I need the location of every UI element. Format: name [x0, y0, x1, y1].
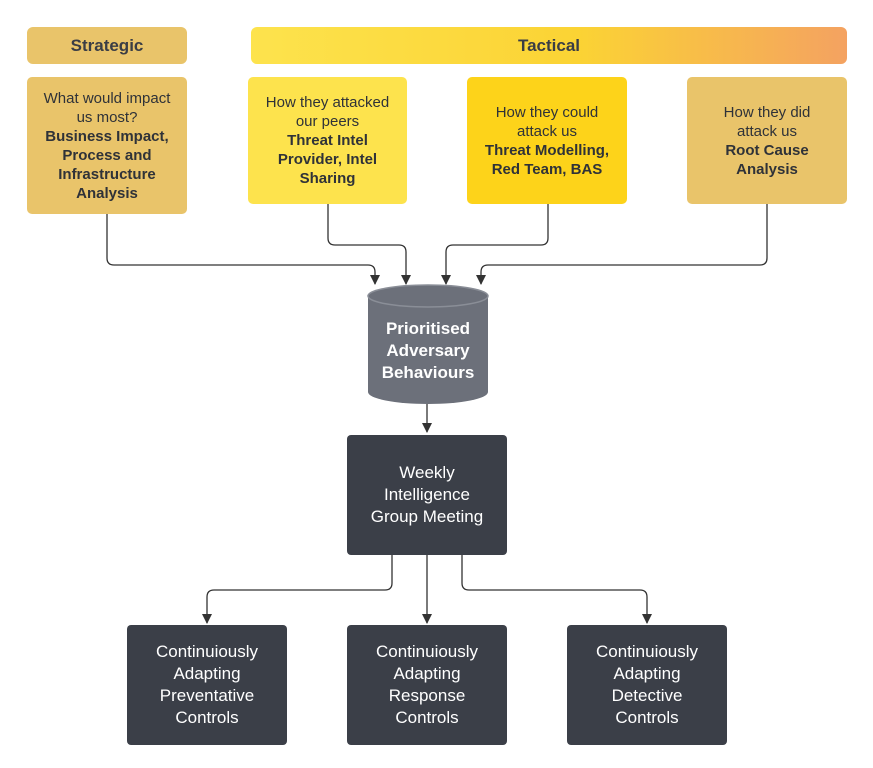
- source-box-business-impact: What would impact us most? Business Impa…: [27, 77, 187, 214]
- source-question-line: our peers: [295, 113, 360, 130]
- output-line: Continuiously: [155, 642, 259, 661]
- database-label-line: Adversary: [386, 341, 470, 360]
- tactical-header: Tactical: [251, 27, 847, 64]
- meeting-line: Weekly: [399, 463, 455, 482]
- source-answer-line: Threat Intel: [287, 132, 368, 149]
- source-answer-line: Analysis: [736, 160, 798, 178]
- source-question-line: attack us: [516, 122, 578, 140]
- output-line: Adapting: [613, 664, 681, 683]
- source-answer-line: Red Team, BAS: [491, 160, 603, 178]
- output-box-preventative: Continuiously Adapting Preventative Cont…: [127, 625, 287, 745]
- meeting-box: Weekly Intelligence Group Meeting: [347, 435, 507, 555]
- source-answer-line: Infrastructure: [58, 165, 156, 183]
- source-answer-line: Process and: [62, 146, 152, 164]
- output-line: Continuiously: [595, 642, 699, 661]
- source-box-root-cause: How they did attack us Root Cause Analys…: [687, 77, 847, 204]
- database-label-line: Behaviours: [381, 363, 475, 382]
- source-question-line: How they attacked: [265, 94, 390, 111]
- connector-rootcause-to-db: [476, 204, 768, 285]
- source-answer-line: Analysis: [76, 184, 138, 202]
- output-box-response: Continuiously Adapting Response Controls: [347, 625, 507, 745]
- output-line: Controls: [395, 708, 459, 727]
- output-line: Response: [388, 686, 466, 705]
- source-question-line: What would impact: [43, 89, 171, 107]
- source-question-line: us most?: [76, 108, 138, 126]
- strategic-header: Strategic: [27, 27, 187, 64]
- output-line: Adapting: [393, 664, 461, 683]
- output-line: Controls: [615, 708, 679, 727]
- database-label-line: Prioritised: [385, 319, 471, 338]
- connector-peers-to-db: [327, 204, 411, 285]
- meeting-line: Intelligence: [383, 485, 470, 504]
- output-line: Adapting: [173, 664, 241, 683]
- strategic-header-label: Strategic: [70, 35, 144, 55]
- meeting-line: Group Meeting: [370, 507, 484, 526]
- database-label: Prioritised Adversary Behaviours: [367, 306, 489, 396]
- output-line: Continuiously: [375, 642, 479, 661]
- source-box-threat-intel: How they attacked our peers Threat Intel…: [248, 77, 407, 204]
- tactical-header-label: Tactical: [517, 35, 581, 55]
- source-answer-line: Business Impact,: [45, 127, 169, 145]
- connector-meeting-to-preventative: [202, 555, 393, 624]
- source-question-line: How they could: [495, 103, 599, 121]
- source-answer-line: Threat Modelling,: [484, 141, 610, 159]
- output-line: Controls: [175, 708, 239, 727]
- connector-modelling-to-db: [441, 204, 549, 285]
- output-box-detective: Continuiously Adapting Detective Control…: [567, 625, 727, 745]
- output-line: Detective: [611, 686, 683, 705]
- source-question-line: attack us: [736, 122, 798, 140]
- connector-strategic-to-db: [106, 214, 380, 285]
- output-line: Preventative: [159, 686, 255, 705]
- source-question-line: How they did: [723, 103, 811, 121]
- source-box-threat-modelling: How they could attack us Threat Modellin…: [467, 77, 627, 204]
- database-cylinder: [367, 284, 489, 404]
- source-answer-line: Sharing: [299, 170, 356, 187]
- source-answer-line: Provider, Intel: [277, 151, 378, 168]
- connector-meeting-to-detective: [461, 555, 652, 624]
- source-answer-line: Root Cause: [725, 141, 809, 159]
